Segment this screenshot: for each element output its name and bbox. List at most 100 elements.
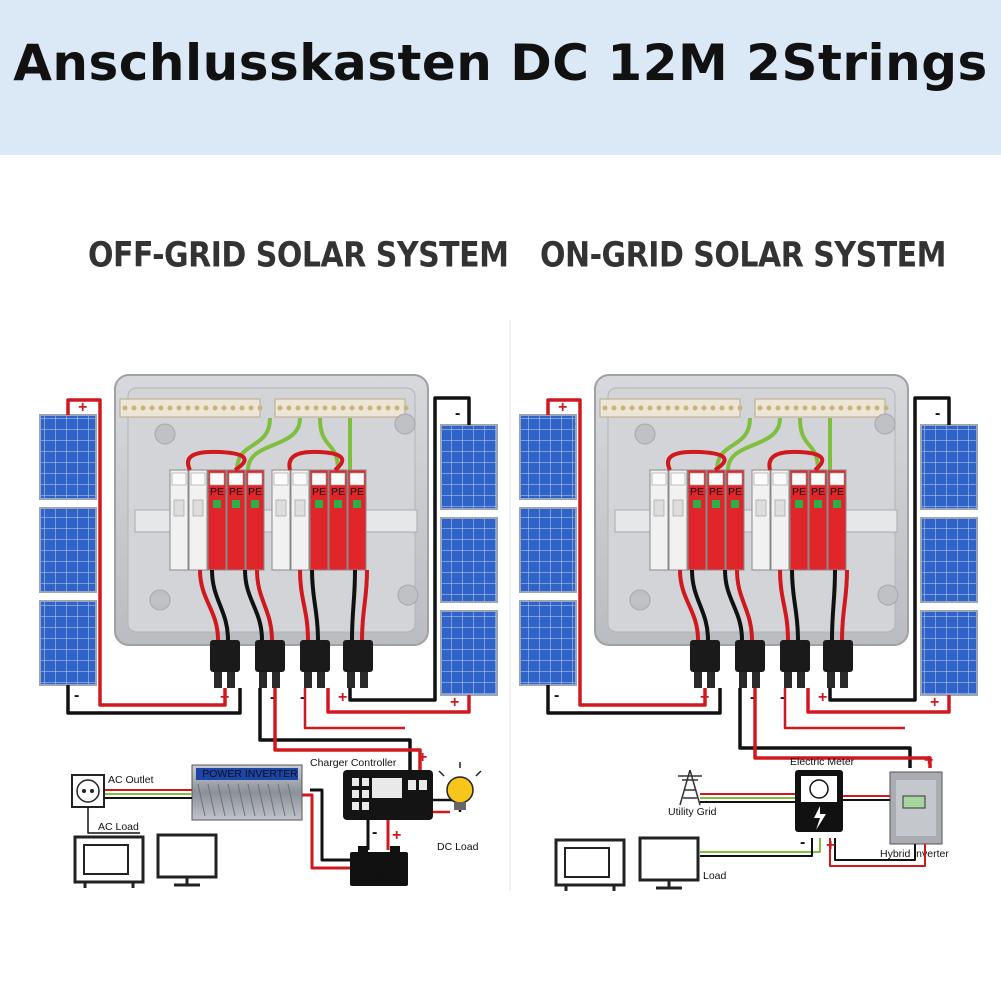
terminal-screw [140, 405, 146, 411]
polarity-sign: - [455, 405, 460, 422]
string-negative-wire [546, 685, 722, 715]
load-wire [700, 838, 813, 857]
solar-panel-icon [920, 610, 978, 696]
polarity-sign: - [750, 689, 755, 706]
string-positive-wire [66, 398, 102, 650]
terminal-screw [358, 405, 364, 411]
mc4-connector [823, 640, 853, 688]
dc-breaker [271, 469, 291, 571]
internal-wire [735, 569, 754, 641]
ground-wire [246, 417, 302, 471]
terminal-screw [194, 405, 200, 411]
solar-panel-icon [920, 424, 978, 510]
charger-controller-icon [343, 770, 433, 820]
surge-protector: PE [309, 469, 329, 571]
electric-meter-icon [795, 770, 843, 832]
terminal-screw [847, 405, 853, 411]
surge-protector: PE [245, 469, 265, 571]
terminal-screw [167, 405, 173, 411]
ac-outlet-label: AC Outlet [108, 774, 154, 786]
polarity-sign: - [800, 834, 805, 851]
dc-breaker [668, 469, 688, 571]
tv-icon [554, 838, 626, 891]
terminal-screw [838, 405, 844, 411]
surge-protector: PE [789, 469, 809, 571]
string-positive-wire [546, 398, 582, 650]
terminal-screw [340, 405, 346, 411]
ground-wire [235, 417, 272, 471]
feed-wire [287, 449, 345, 472]
surge-protector: PE [706, 469, 726, 571]
on-grid-title: ON-GRID SOLAR SYSTEM [540, 235, 947, 276]
dc-breaker [169, 469, 189, 571]
solar-panel-icon [920, 517, 978, 603]
terminal-screw [656, 405, 662, 411]
inverter-wire [310, 788, 350, 862]
mc4-connector [255, 640, 285, 688]
internal-wire [723, 569, 744, 641]
mounting-hole [874, 413, 896, 435]
terminal-screw [865, 405, 871, 411]
solar-panel-icon [519, 600, 577, 686]
terminal-screw [331, 405, 337, 411]
mounting-hole [629, 589, 651, 611]
terminal-screw [286, 405, 292, 411]
string-positive-wire [806, 688, 951, 714]
feed-wire [666, 449, 727, 472]
terminal-screw [874, 405, 880, 411]
terminal-screw [349, 405, 355, 411]
output-positive-wire [303, 688, 405, 730]
load-wire [829, 838, 926, 867]
terminal-screw [212, 405, 218, 411]
mounting-hole [397, 584, 419, 606]
output-negative-wire [258, 688, 412, 772]
ground-wire [318, 417, 340, 471]
pe-label: PE [312, 486, 326, 498]
title-banner: Anschlusskasten DC 12M 2Strings [0, 0, 1001, 155]
string-negative-wire [348, 396, 471, 702]
dc-breaker [770, 469, 790, 571]
surge-protector: PE [725, 469, 745, 571]
terminal-screw [856, 405, 862, 411]
solar-panel-icon [440, 610, 498, 696]
solar-panel-icon [39, 600, 97, 686]
mc4-connector [780, 640, 810, 688]
string-negative-wire [66, 685, 242, 715]
polarity-sign: + [818, 689, 827, 706]
internal-wire [210, 569, 230, 641]
monitor-icon [156, 833, 218, 887]
internal-wire [830, 569, 837, 641]
mc4-connector [690, 640, 720, 688]
mounting-hole [634, 423, 656, 445]
battery-icon [350, 846, 408, 886]
electric-meter-label: Electric Meter [790, 756, 855, 768]
ground-wire [726, 417, 782, 471]
string-positive-wire [578, 650, 707, 707]
terminal-screw [719, 405, 725, 411]
terminal-screw [793, 405, 799, 411]
mc4-connector [210, 640, 240, 688]
polarity-sign: - [300, 689, 305, 706]
ground-wire [798, 417, 820, 471]
internal-wire [778, 569, 790, 641]
solar-panel-icon [39, 507, 97, 593]
load-wire [700, 838, 821, 853]
mounting-hole [877, 584, 899, 606]
terminal-screw [394, 405, 400, 411]
terminal-screw [385, 405, 391, 411]
terminal-screw [313, 405, 319, 411]
mc4-connector [300, 640, 330, 688]
terminal-screw [185, 405, 191, 411]
terminal-screw [766, 405, 772, 411]
terminal-screw [602, 405, 608, 411]
internal-wire [350, 569, 357, 641]
polarity-sign: + [558, 399, 567, 416]
string-negative-wire [828, 396, 951, 702]
output-positive-wire [273, 688, 422, 772]
terminal-screw [710, 405, 716, 411]
inverter-wire [300, 793, 350, 870]
terminal-screw [149, 405, 155, 411]
terminal-screw [638, 405, 644, 411]
